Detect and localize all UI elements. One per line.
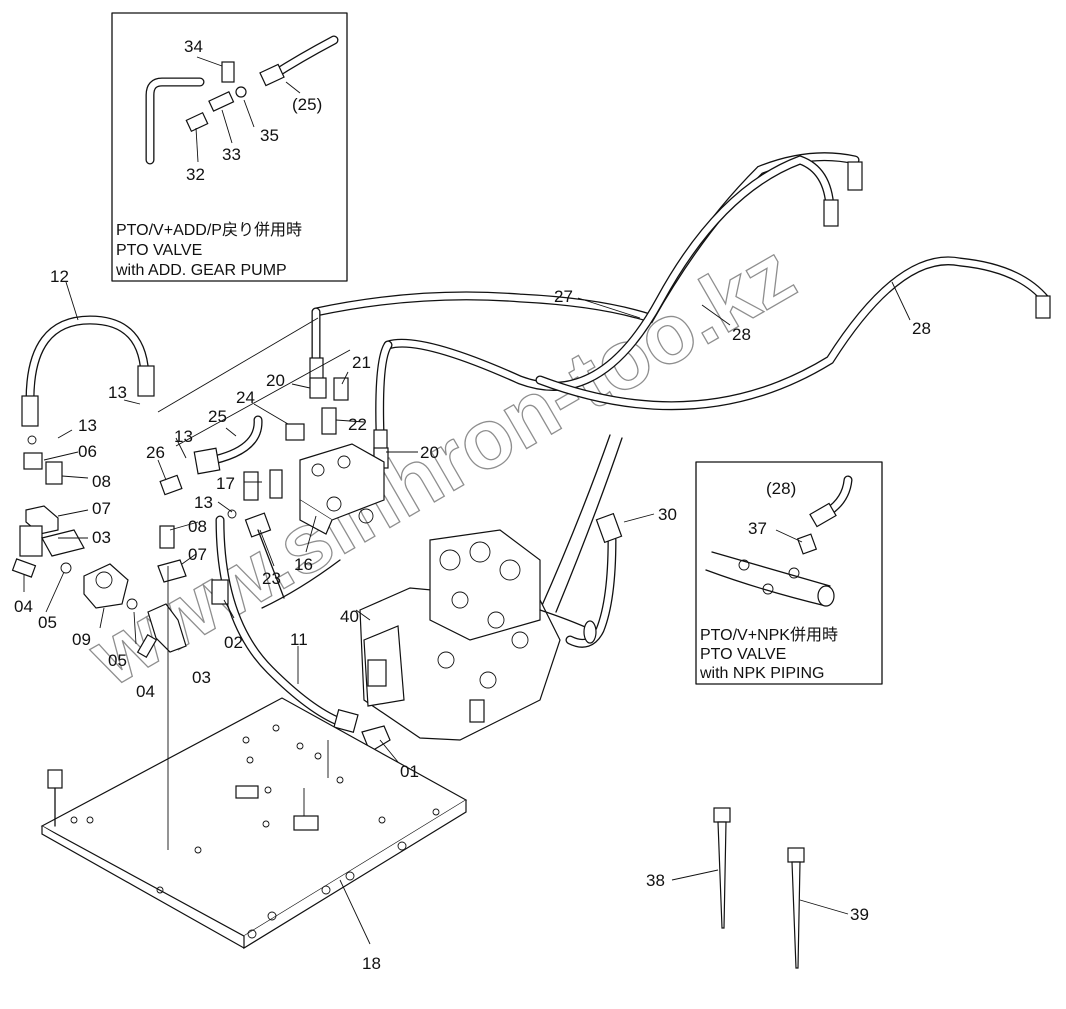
inset-right-caption-2: with NPK PIPING — [699, 665, 824, 682]
label-28-ref: (28) — [766, 479, 796, 498]
control-valve-40 — [355, 529, 597, 741]
callout-13-a: 13 — [108, 383, 127, 402]
callout-21: 21 — [352, 353, 371, 372]
middle-fittings — [157, 371, 418, 609]
inset-top-caption-jp: PTO/V+ADD/P戻り併用時 — [116, 221, 302, 239]
callout-18: 18 — [362, 954, 381, 973]
callout-01: 01 — [400, 762, 419, 781]
callout-16: 16 — [294, 555, 313, 574]
callout-13-b: 13 — [78, 416, 97, 435]
callouts: 12 13 13 06 08 07 03 04 05 09 05 04 03 0… — [14, 267, 931, 973]
callout-04-left: 04 — [14, 597, 33, 616]
callout-28-b: 28 — [912, 319, 931, 338]
callout-28-a: 28 — [732, 325, 751, 344]
callout-09: 09 — [72, 630, 91, 649]
label-32: 32 — [186, 165, 205, 184]
callout-03-left: 03 — [92, 528, 111, 547]
long-hoses — [309, 152, 1051, 648]
callout-03-mid: 03 — [192, 668, 211, 687]
callout-24: 24 — [236, 388, 255, 407]
callout-30: 30 — [658, 505, 677, 524]
label-37: 37 — [748, 519, 767, 538]
callout-20-a: 20 — [266, 371, 285, 390]
callout-27: 27 — [554, 287, 573, 306]
callout-02: 02 — [224, 633, 243, 652]
callout-05-mid: 05 — [108, 651, 127, 670]
callout-08-left: 08 — [92, 472, 111, 491]
inset-right-caption-1: PTO VALVE — [700, 646, 786, 663]
callout-13-d: 13 — [194, 493, 213, 512]
inset-top-caption-1: PTO VALVE — [116, 242, 202, 259]
callout-07-left: 07 — [92, 499, 111, 518]
callout-38: 38 — [646, 871, 665, 890]
inset-add-gear-pump: 34 (25) 35 33 32 PTO/V+ADD/P戻り併用時 PTO VA… — [111, 12, 348, 282]
callout-05-left: 05 — [38, 613, 57, 632]
callout-23: 23 — [262, 569, 281, 588]
callout-12: 12 — [50, 267, 69, 286]
label-33: 33 — [222, 145, 241, 164]
left-fittings — [11, 399, 187, 658]
callout-20-b: 20 — [420, 443, 439, 462]
hose-11 — [211, 515, 399, 763]
callout-13-c: 13 — [174, 427, 193, 446]
cable-ties — [671, 807, 849, 969]
inset-top-caption-2: with ADD. GEAR PUMP — [115, 262, 287, 279]
callout-04-mid: 04 — [136, 682, 155, 701]
inset-npk-piping: (28) 37 PTO/V+NPK併用時 PTO VALVE with NPK … — [695, 461, 883, 685]
callout-22: 22 — [348, 415, 367, 434]
hose-12 — [21, 281, 155, 427]
callout-26: 26 — [146, 443, 165, 462]
callout-07-mid: 07 — [188, 545, 207, 564]
label-35: 35 — [260, 126, 279, 145]
callout-08-mid: 08 — [188, 517, 207, 536]
inset-right-caption-jp: PTO/V+NPK併用時 — [700, 626, 838, 644]
callout-11: 11 — [290, 630, 308, 649]
base-plate-18 — [40, 317, 468, 950]
callout-25: 25 — [208, 407, 227, 426]
callout-39: 39 — [850, 905, 869, 924]
label-25-ref: (25) — [292, 95, 322, 114]
callout-40: 40 — [340, 607, 359, 626]
callout-17: 17 — [216, 474, 235, 493]
callout-06: 06 — [78, 442, 97, 461]
label-34: 34 — [184, 37, 203, 56]
